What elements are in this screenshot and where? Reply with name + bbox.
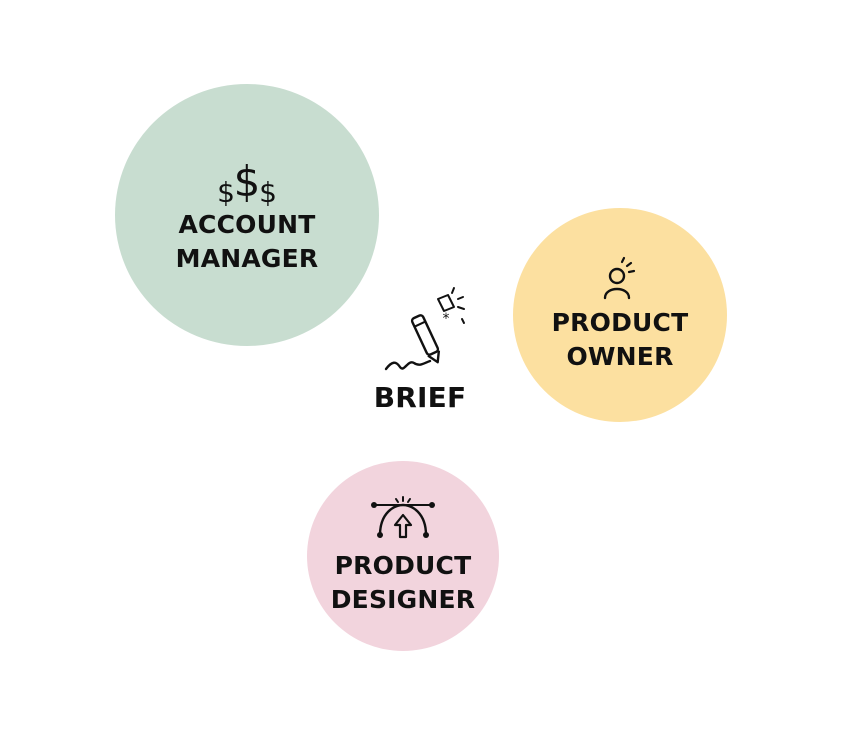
pen-writing-icon: * bbox=[384, 287, 465, 371]
product-designer-label: PRODUCT DESIGNER bbox=[330, 551, 476, 614]
account-manager-label: ACCOUNT MANAGER bbox=[175, 210, 319, 273]
account-manager-node: $ $ $ ACCOUNT MANAGER bbox=[115, 84, 379, 346]
dollar-signs-icon: $ $ $ bbox=[217, 157, 277, 208]
svg-text:$: $ bbox=[217, 176, 235, 208]
vector-pen-tool-icon bbox=[371, 496, 435, 539]
brief-label: BRIEF bbox=[373, 381, 467, 414]
brief-node: * BRIEF bbox=[360, 285, 480, 425]
product-designer-node: PRODUCT DESIGNER bbox=[307, 461, 499, 651]
svg-text:$: $ bbox=[234, 157, 261, 206]
idea-person-icon bbox=[603, 256, 636, 300]
svg-text:*: * bbox=[443, 311, 450, 327]
product-owner-label: PRODUCT OWNER bbox=[551, 308, 689, 371]
svg-text:$: $ bbox=[259, 176, 277, 208]
product-owner-node: PRODUCT OWNER bbox=[513, 208, 727, 422]
